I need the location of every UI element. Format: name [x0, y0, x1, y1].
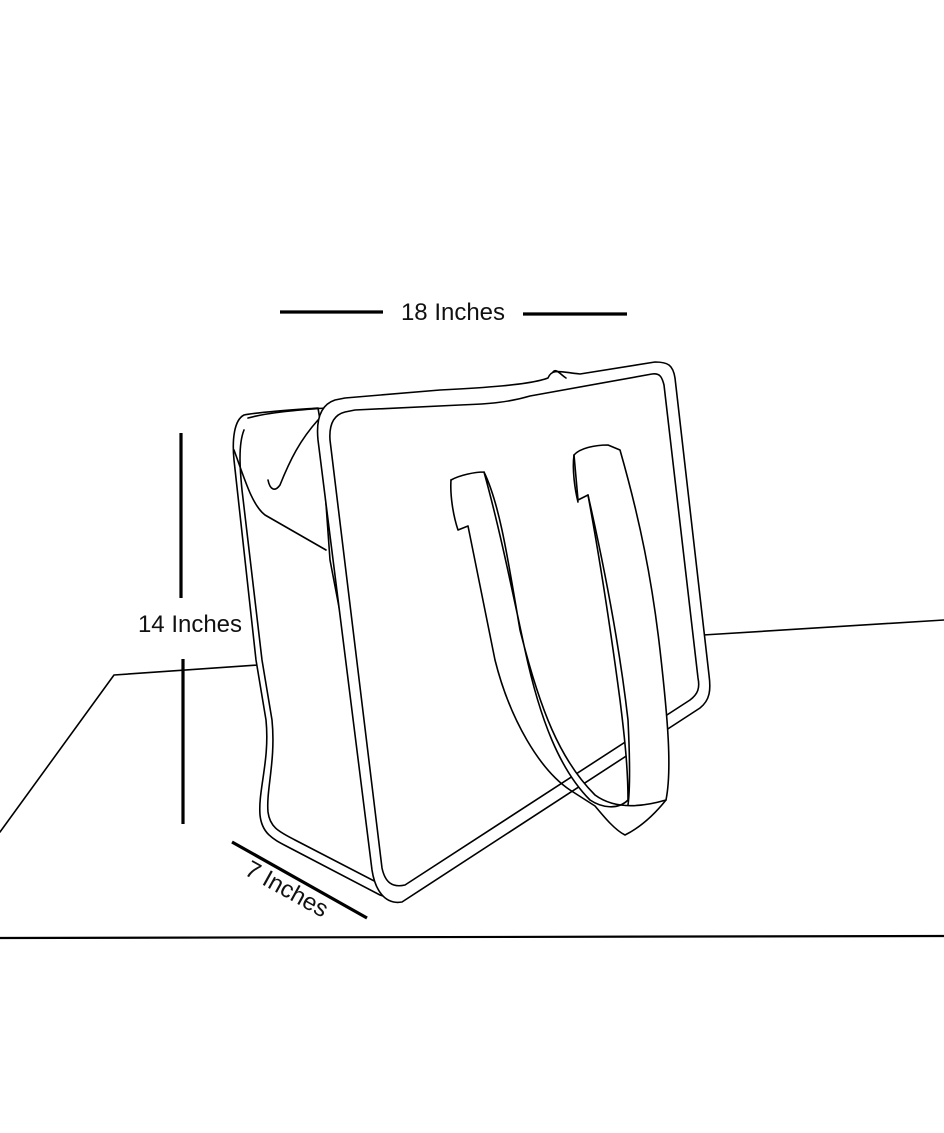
dimension-width: 18 Inches [280, 299, 627, 326]
bag-handles [450, 444, 670, 836]
depth-dimension-line [231, 840, 368, 920]
height-label: 14 Inches [138, 611, 242, 638]
width-label: 18 Inches [401, 299, 505, 326]
dimension-height: 14 Inches [138, 433, 242, 824]
floor-front-edge [0, 934, 944, 940]
bag-side-panel [232, 407, 396, 901]
floor-outline [0, 619, 944, 940]
floor-back-edge [702, 619, 944, 636]
floor-left-edge [0, 664, 259, 833]
